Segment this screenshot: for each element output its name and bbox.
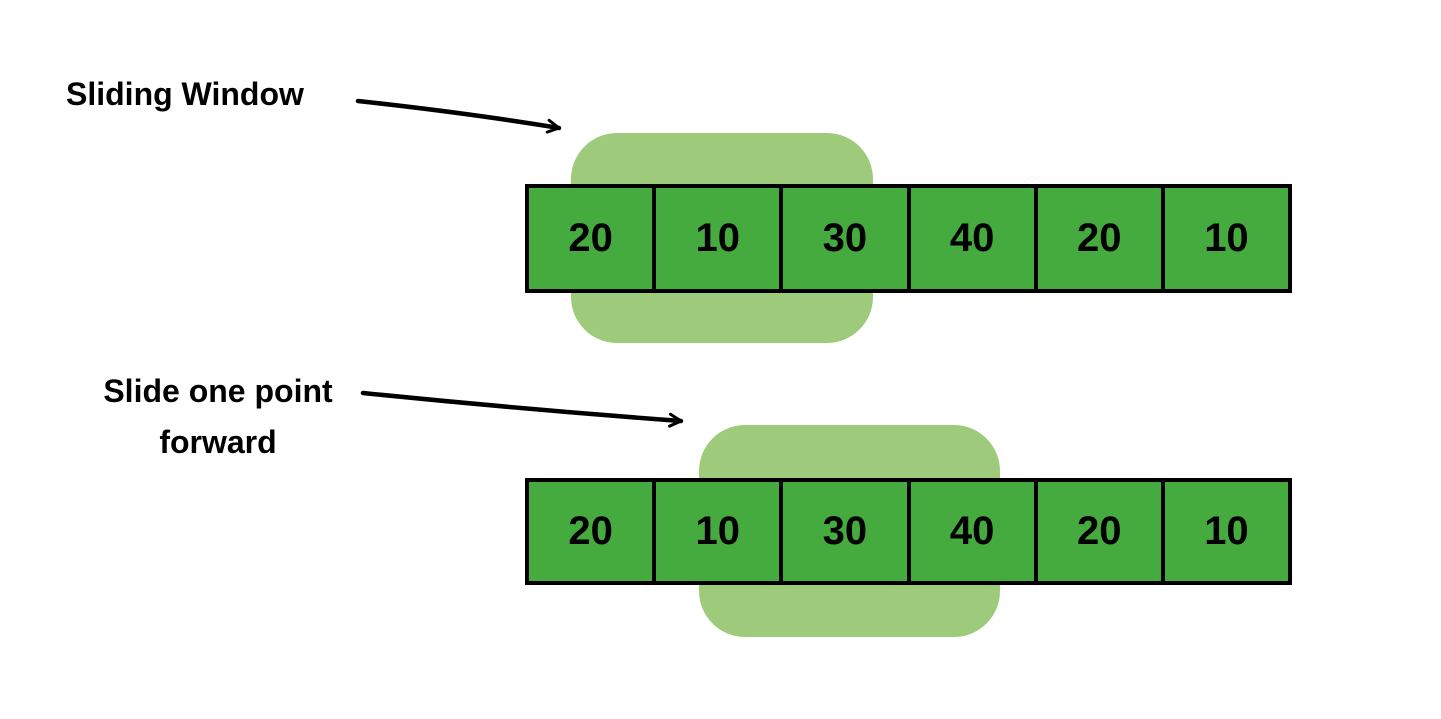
array-cell: 40 — [906, 188, 1034, 289]
array-cell: 20 — [529, 188, 653, 289]
array-cell: 40 — [906, 482, 1034, 581]
array-cell: 10 — [652, 482, 780, 581]
array-top: 20 10 30 40 20 10 — [525, 184, 1292, 293]
slide-forward-label-line2: forward — [159, 424, 277, 460]
sliding-window-label: Sliding Window — [66, 76, 304, 112]
array-cell: 10 — [1160, 188, 1289, 289]
sliding-window-arrow-icon — [355, 98, 562, 134]
array-bottom: 20 10 30 40 20 10 — [525, 478, 1292, 585]
slide-forward-label-line1: Slide one point — [103, 373, 333, 409]
array-cell: 30 — [779, 482, 907, 581]
array-cell: 20 — [1033, 188, 1161, 289]
slide-forward-label: Slide one point forward — [68, 366, 368, 468]
array-cell: 30 — [779, 188, 907, 289]
array-cell: 20 — [529, 482, 653, 581]
slide-forward-arrow-icon — [360, 390, 684, 428]
array-cell: 20 — [1033, 482, 1161, 581]
array-cell: 10 — [1160, 482, 1289, 581]
array-cell: 10 — [652, 188, 780, 289]
